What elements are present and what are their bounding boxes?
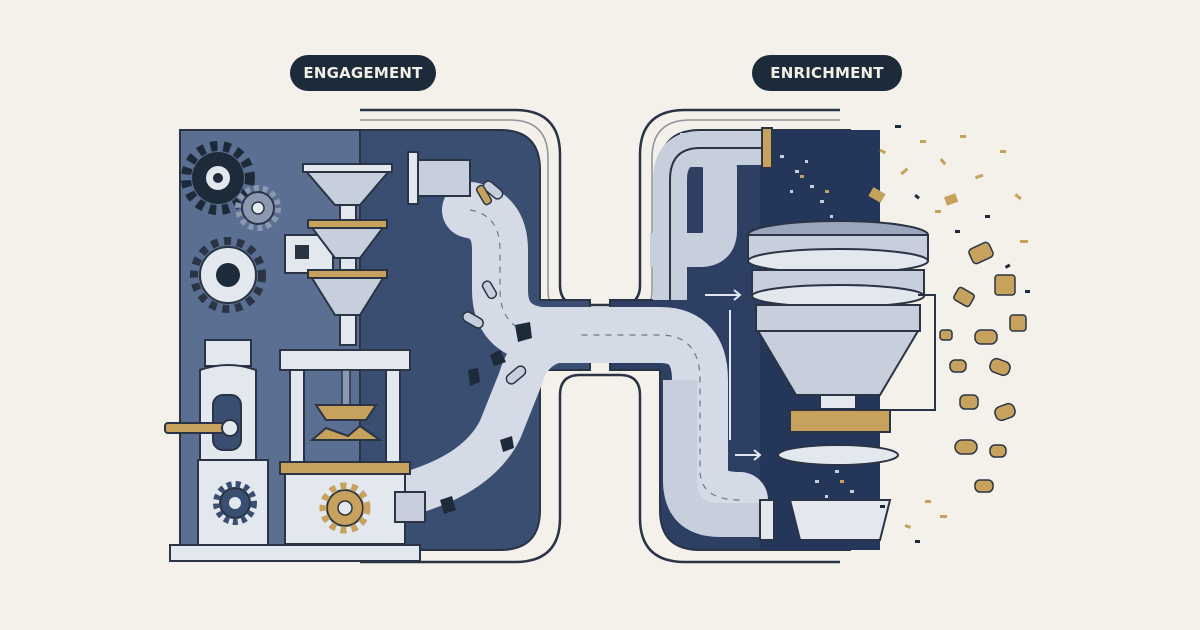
gear-icon bbox=[213, 481, 257, 525]
enrichment-label: ENRICHMENT bbox=[752, 55, 902, 91]
particle-icon bbox=[440, 322, 532, 514]
sieve-icon bbox=[747, 220, 936, 541]
gear-icon bbox=[190, 237, 266, 313]
gear-icon bbox=[319, 482, 371, 534]
funnel-icon bbox=[302, 163, 393, 346]
press-icon bbox=[279, 349, 411, 545]
engagement-label: ENGAGEMENT bbox=[290, 55, 436, 91]
pipe-icon bbox=[653, 127, 775, 541]
lever-icon bbox=[164, 339, 269, 546]
particle-icon bbox=[939, 241, 1027, 493]
gear-icon bbox=[181, 141, 255, 215]
right-machinery bbox=[653, 125, 1030, 543]
left-machinery bbox=[164, 141, 532, 562]
gear-icon bbox=[235, 185, 281, 231]
